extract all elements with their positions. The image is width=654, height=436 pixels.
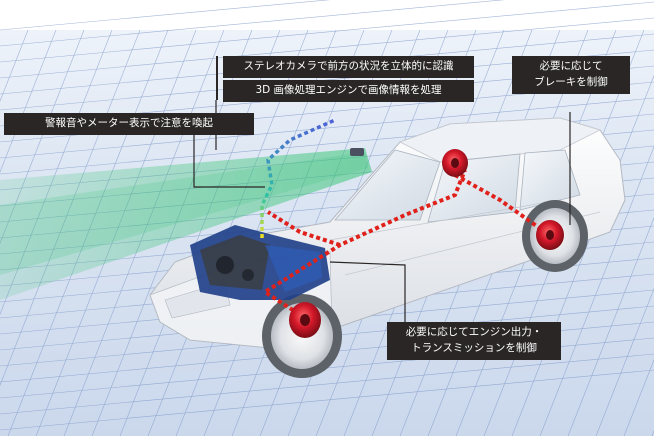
callout-image-engine-text: 3D 画像処理エンジンで画像情報を処理: [255, 84, 442, 96]
brake-rotor-rear: [536, 220, 564, 250]
brake-rotor-rear-upper: [442, 149, 468, 177]
callout-warning: 警報音やメーター表示で注意を喚起: [4, 113, 254, 135]
callout-brake: 必要に応じて ブレーキを制御: [512, 56, 630, 94]
detection-beam: [0, 148, 372, 300]
callout-stereo-camera: ステレオカメラで前方の状況を立体的に認識: [223, 56, 474, 78]
stereo-camera-path: [260, 118, 364, 238]
callout-engine: 必要に応じてエンジン出力・ トランスミッションを制御: [387, 322, 561, 360]
callout-engine-line-2: トランスミッションを制御: [411, 341, 537, 354]
control-paths: [261, 169, 547, 320]
control-path-camera-link: [266, 210, 341, 247]
callout-image-engine: 3D 画像処理エンジンで画像情報を処理: [223, 80, 474, 102]
callout-brake-line-1: 必要に応じて: [539, 60, 603, 72]
brake-rotor-front: [289, 302, 321, 338]
callout-warning-text: 警報音やメーター表示で注意を喚起: [45, 117, 213, 129]
camera-unit: [350, 148, 364, 156]
callout-engine-line-1: 必要に応じてエンジン出力・: [405, 326, 543, 338]
callout-stereo-camera-text: ステレオカメラで前方の状況を立体的に認識: [243, 60, 454, 72]
callout-rule: [216, 56, 218, 100]
detection-beam-inner: [0, 152, 368, 275]
control-path-rear-brake: [454, 173, 547, 234]
callout-brake-line-2: ブレーキを制御: [534, 75, 608, 88]
engine-transmission: [190, 225, 330, 300]
